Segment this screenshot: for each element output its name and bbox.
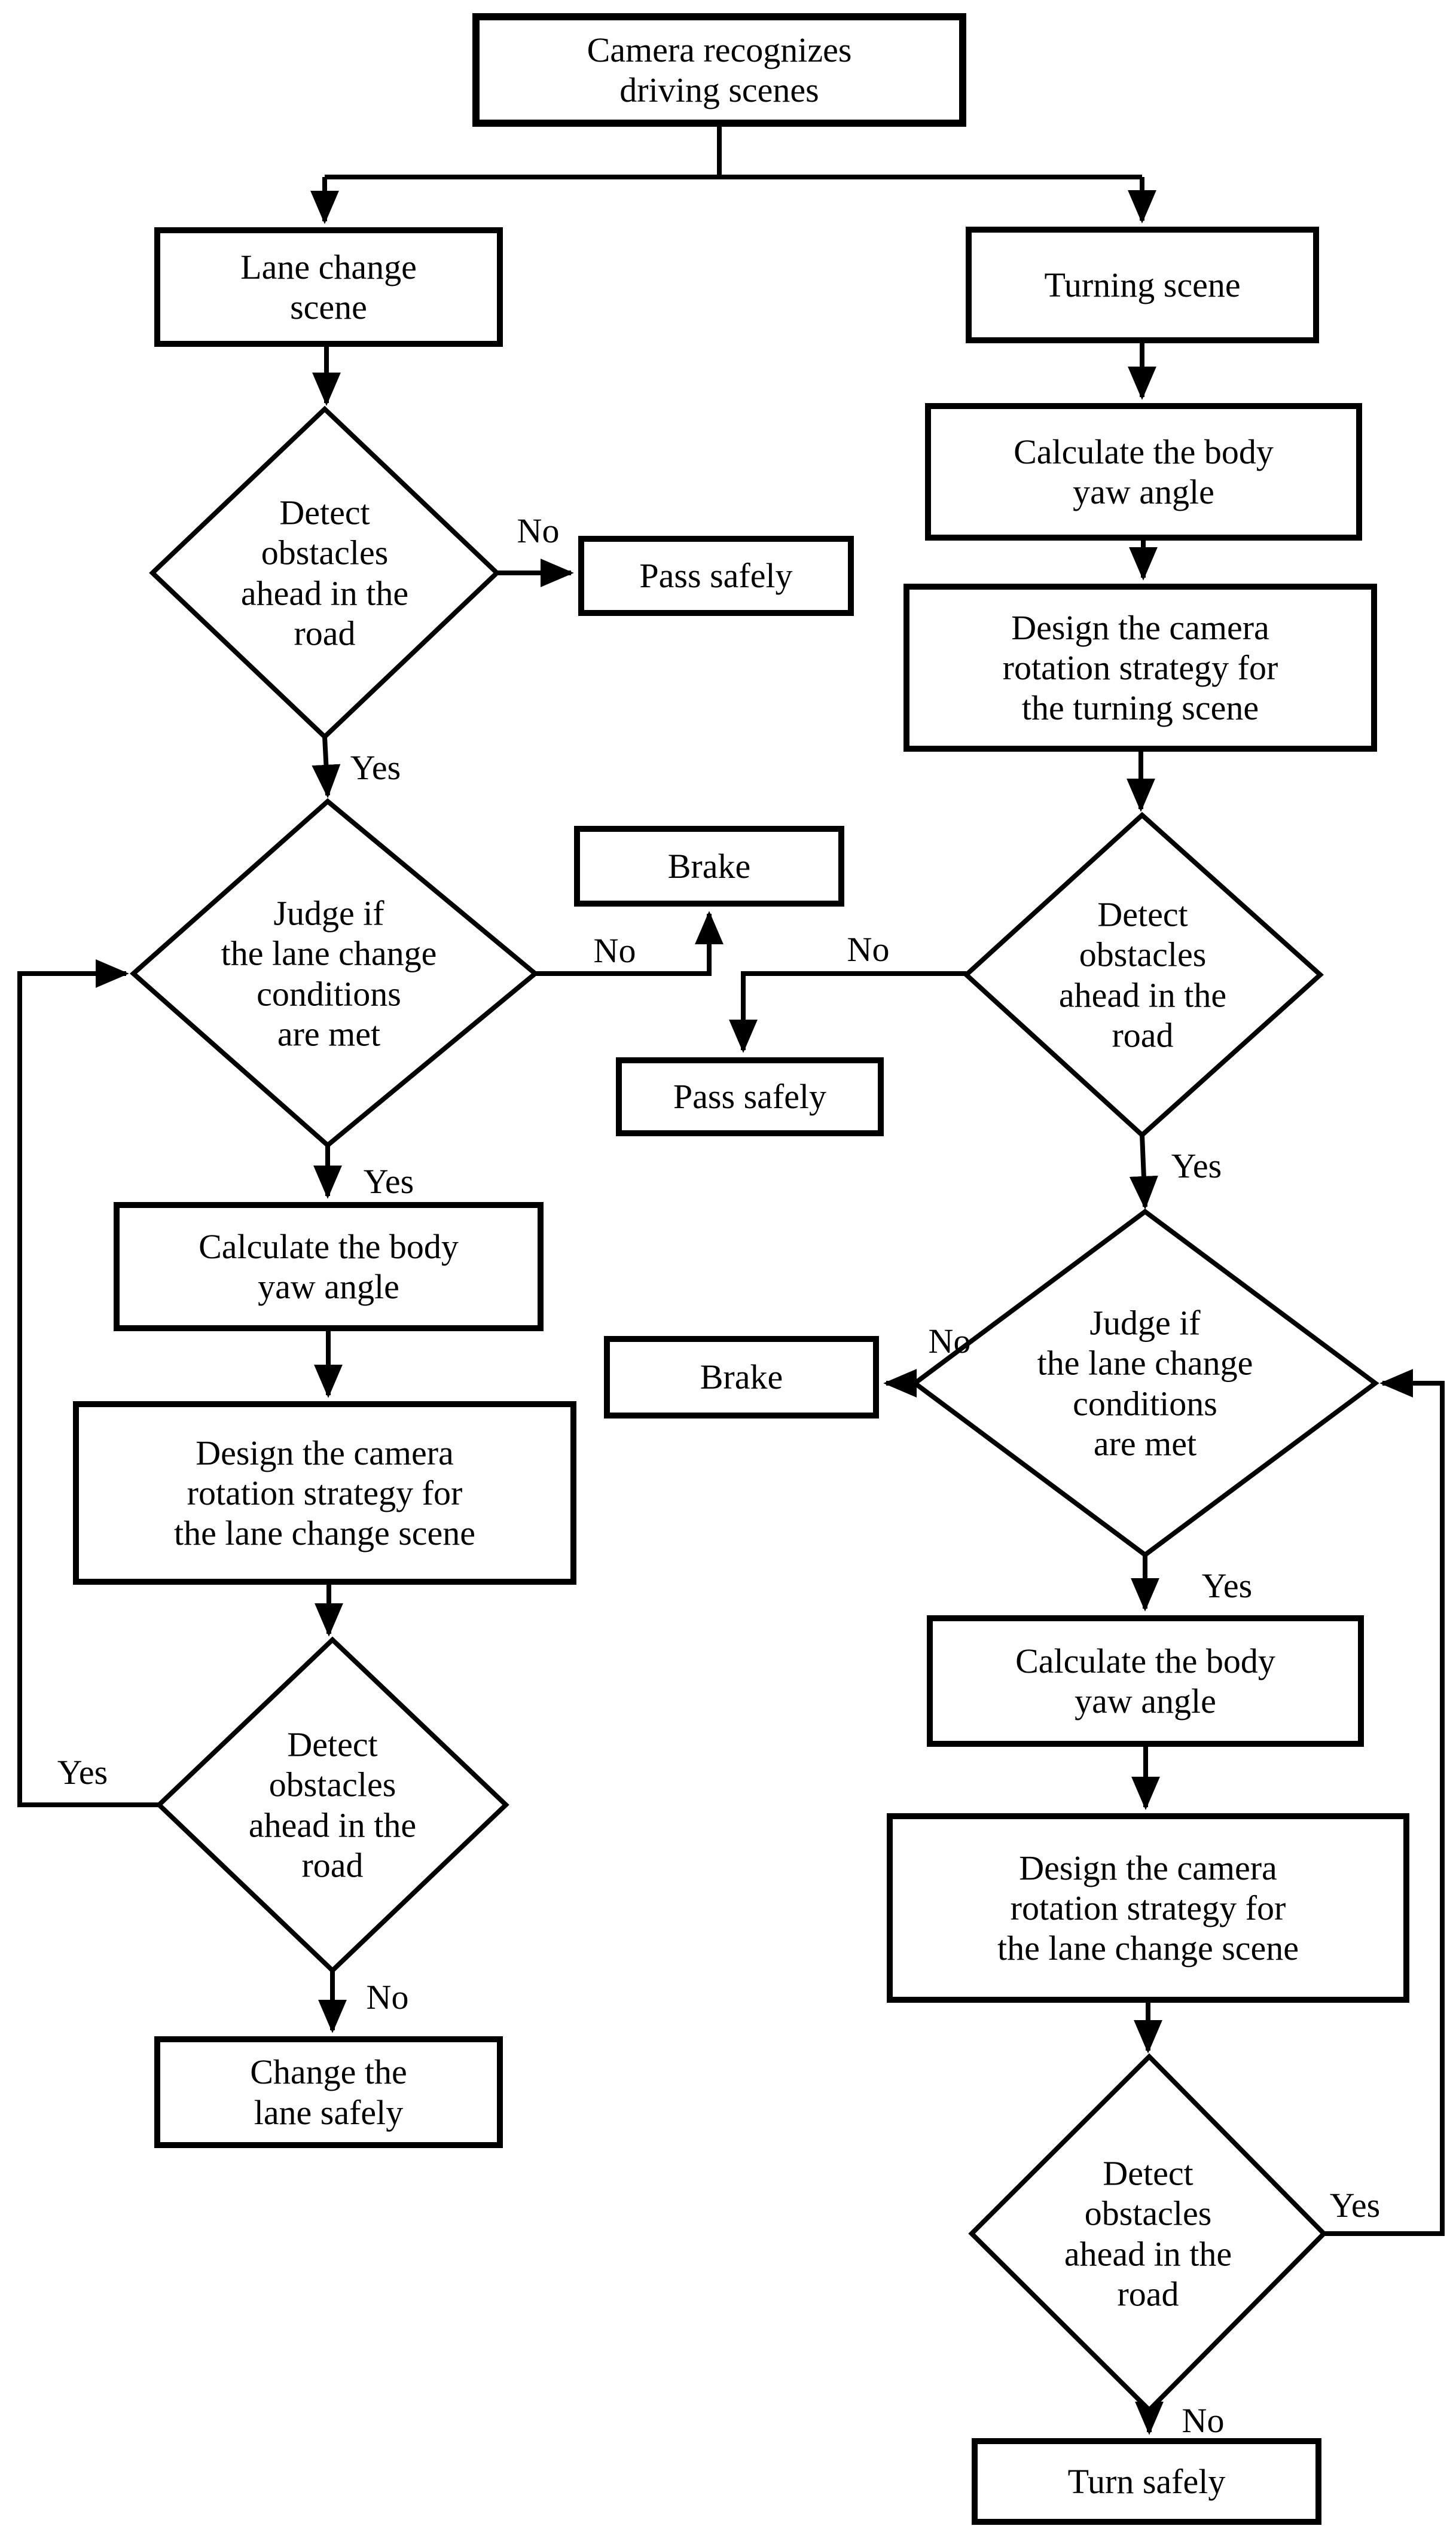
edge-label-yes-loop-right: Yes xyxy=(1329,2186,1381,2225)
edge-label-no-detect-right-2: No xyxy=(1182,2401,1225,2440)
decision-diamond-detect-left-2 xyxy=(155,1636,509,1974)
label-detect-right-2: Detect obstacles ahead in the road xyxy=(1064,2153,1232,2314)
arrow-judge-left-no-to-brake xyxy=(535,911,724,976)
label-detect-left-1: Detect obstacles ahead in the road xyxy=(240,493,409,653)
loop-detect-right2-yes-to-judge-right xyxy=(1324,1369,1445,2236)
decision-diamond-judge-left xyxy=(129,798,539,1149)
label-judge-left: Judge if the lane change conditions are … xyxy=(221,893,437,1054)
node-calculate-right-1: Calculate the body yaw angle xyxy=(925,403,1362,541)
edge-label-yes-judge-right: Yes xyxy=(1201,1566,1253,1605)
node-camera-recognizes: Camera recognizes driving scenes xyxy=(472,13,966,127)
node-pass-safely-middle: Pass safely xyxy=(616,1057,884,1136)
node-pass-safely-left: Pass safely xyxy=(578,536,854,616)
loop-detect2-yes-to-judge-left xyxy=(17,959,159,1807)
node-turn-safely: Turn safely xyxy=(972,2438,1321,2525)
node-brake-right: Brake xyxy=(604,1336,879,1419)
node-change-lane-safely: Change the lane safely xyxy=(154,2036,503,2148)
node-calculate-right-2: Calculate the body yaw angle xyxy=(927,1615,1364,1747)
node-calculate-left: Calculate the body yaw angle xyxy=(114,1202,544,1331)
arrow-detect1-yes-to-judge xyxy=(312,736,341,798)
node-design-lane-right: Design the camera rotation strategy for … xyxy=(887,1813,1409,2003)
edge-label-no-detect-right-1: No xyxy=(847,930,890,969)
node-design-lane-left: Design the camera rotation strategy for … xyxy=(73,1401,576,1585)
label-detect-left-2: Detect obstacles ahead in the road xyxy=(248,1725,417,1885)
edge-label-yes-judge-left: Yes xyxy=(363,1162,414,1201)
decision-diamond-judge-right xyxy=(911,1209,1379,1558)
node-lane-change-scene: Lane change scene xyxy=(154,227,503,347)
decision-diamond-detect-left-1 xyxy=(149,405,500,740)
edge-label-yes-loop-left: Yes xyxy=(57,1753,108,1792)
node-design-turning: Design the camera rotation strategy for … xyxy=(903,584,1377,752)
node-turning-scene: Turning scene xyxy=(966,227,1319,343)
label-judge-right: Judge if the lane change conditions are … xyxy=(1037,1303,1253,1463)
arrow-detect-right1-no-to-pass-safely xyxy=(729,971,966,1053)
decision-diamond-detect-right-1 xyxy=(963,812,1324,1139)
edge-label-no-judge-right: No xyxy=(928,1322,971,1360)
edge-label-no-judge-left: No xyxy=(593,931,636,970)
edge-label-yes-detect-left-1: Yes xyxy=(350,748,401,787)
arrow-detect-right1-yes-to-judge xyxy=(1129,1134,1158,1210)
edge-label-yes-detect-right-1: Yes xyxy=(1171,1146,1222,1185)
node-brake-middle: Brake xyxy=(574,826,844,907)
decision-diamond-detect-right-2 xyxy=(968,2053,1327,2414)
edge-label-no-detect-left-1: No xyxy=(517,511,560,550)
label-detect-right-1: Detect obstacles ahead in the road xyxy=(1058,895,1227,1055)
edge-label-no-detect-left-2: No xyxy=(366,1978,409,2017)
